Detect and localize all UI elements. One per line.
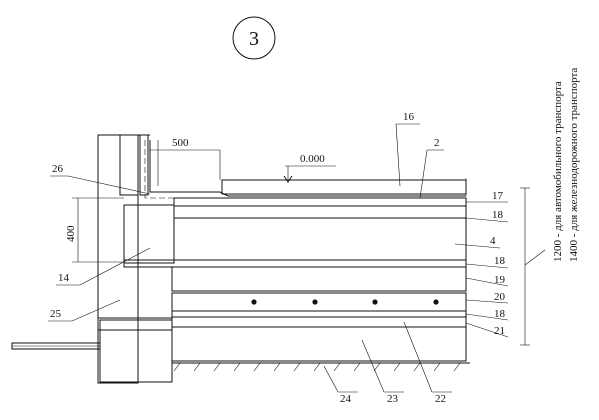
callout-21: 21 — [465, 322, 509, 338]
svg-text:16: 16 — [403, 111, 415, 123]
svg-text:20: 20 — [494, 291, 506, 303]
callout-14: 14 — [56, 247, 151, 286]
callout-22: 22 — [403, 321, 452, 405]
svg-text:21: 21 — [494, 325, 505, 337]
callout-2: 2 — [419, 137, 444, 199]
svg-text:26: 26 — [52, 163, 64, 175]
top-dims: 500 0.000 — [150, 137, 467, 196]
layer-17 — [173, 197, 467, 207]
svg-text:23: 23 — [387, 393, 399, 405]
note-automobile: 1200 - для автомобильного транспорта — [552, 81, 564, 262]
svg-text:24: 24 — [340, 393, 352, 405]
layer-19-concrete — [171, 266, 467, 292]
callout-24: 24 — [323, 365, 358, 405]
svg-text:4: 4 — [490, 235, 496, 247]
svg-text:17: 17 — [492, 190, 504, 202]
figure-number: 3 — [249, 28, 259, 50]
note-railway: 1400 - для железнодорожного транспорта — [568, 68, 580, 262]
dim-400: 400 — [65, 225, 77, 242]
svg-text:22: 22 — [435, 393, 446, 405]
right-dimension — [520, 187, 546, 346]
level-mark: 0.000 — [300, 153, 325, 165]
left-dim-400: 400 — [65, 197, 124, 263]
svg-text:18: 18 — [494, 308, 506, 320]
layer-23-base — [171, 326, 467, 362]
layer-18-middle — [123, 259, 467, 268]
dim-500: 500 — [172, 137, 189, 149]
svg-text:25: 25 — [50, 308, 62, 320]
callout-18-lower: 18 — [465, 308, 509, 321]
layer-16-pavement — [221, 179, 467, 195]
callout-16: 16 — [395, 111, 420, 187]
left-slab — [11, 342, 101, 350]
layer-21 — [171, 316, 467, 328]
svg-text:2: 2 — [434, 137, 440, 149]
layer-4-insulation — [173, 217, 467, 261]
layer-20-reinforced — [171, 292, 467, 312]
transport-notes: 1200 - для автомобильного транспорта 140… — [552, 68, 580, 262]
callout-18-upper: 18 — [465, 209, 509, 223]
wall-section — [97, 134, 173, 384]
callout-17: 17 — [466, 190, 508, 203]
callout-25: 25 — [48, 299, 121, 322]
callout-4: 4 — [454, 235, 501, 249]
insulation-block — [123, 204, 175, 264]
layer-18-upper — [173, 205, 467, 219]
callout-18-middle: 18 — [465, 255, 509, 269]
svg-text:14: 14 — [58, 272, 70, 284]
layer-18-lower — [171, 310, 467, 318]
callout-23: 23 — [361, 339, 404, 405]
figure-number-badge: 3 — [232, 16, 276, 60]
callout-26: 26 — [50, 163, 151, 195]
flashing — [144, 140, 466, 199]
ground-line — [172, 362, 470, 372]
svg-text:19: 19 — [494, 274, 506, 286]
svg-text:18: 18 — [494, 255, 506, 267]
callout-19: 19 — [465, 274, 509, 287]
svg-text:18: 18 — [492, 209, 504, 221]
callout-20: 20 — [465, 291, 509, 304]
